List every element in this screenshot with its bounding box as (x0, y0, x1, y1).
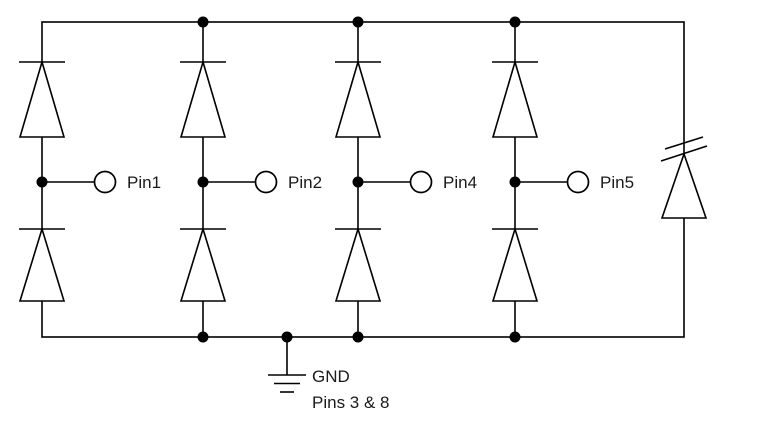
pin-terminal-circle (254, 170, 278, 194)
ground-symbol: GND Pins 3 & 8 (268, 331, 390, 412)
diode-branch-pin2: Pin2 (179, 16, 322, 343)
diode-symbol (334, 226, 382, 302)
diode-symbol (18, 226, 66, 302)
diode-branch-pin5: Pin5 (491, 16, 634, 343)
diode-symbol (179, 59, 227, 138)
junction-dot (509, 16, 521, 28)
junction-dot (197, 176, 209, 188)
pin-label: Pin5 (600, 173, 634, 192)
pin-label: Pin4 (443, 173, 477, 192)
junction-dot (352, 16, 364, 28)
junction-dot (197, 16, 209, 28)
junction-dot (197, 331, 209, 343)
junction-dot (352, 331, 364, 343)
pin-terminal-circle (93, 170, 117, 194)
pin-label: Pin2 (288, 173, 322, 192)
pin-terminal-circle (409, 170, 433, 194)
diode-branch-pin4: Pin4 (334, 16, 477, 343)
ground-pins-note: Pins 3 & 8 (312, 393, 390, 412)
diode-symbol (491, 59, 539, 138)
pin-label: Pin1 (127, 173, 161, 192)
junction-dot (36, 176, 48, 188)
zener-cathode-slash (664, 136, 704, 150)
junction-dot (509, 331, 521, 343)
ground-label: GND (312, 367, 350, 386)
diode-symbol (491, 226, 539, 302)
diode-symbol (179, 226, 227, 302)
junction-dot (509, 176, 521, 188)
tvs-zener-diode (660, 136, 708, 219)
diode-symbol (18, 59, 66, 138)
zener-cathode-slash (660, 145, 708, 162)
pin-terminal-circle (566, 170, 590, 194)
junction-dot (352, 176, 364, 188)
zener-diode-symbol (660, 151, 708, 219)
diode-symbol (334, 59, 382, 138)
diode-branch-pin1: Pin1 (18, 59, 161, 302)
